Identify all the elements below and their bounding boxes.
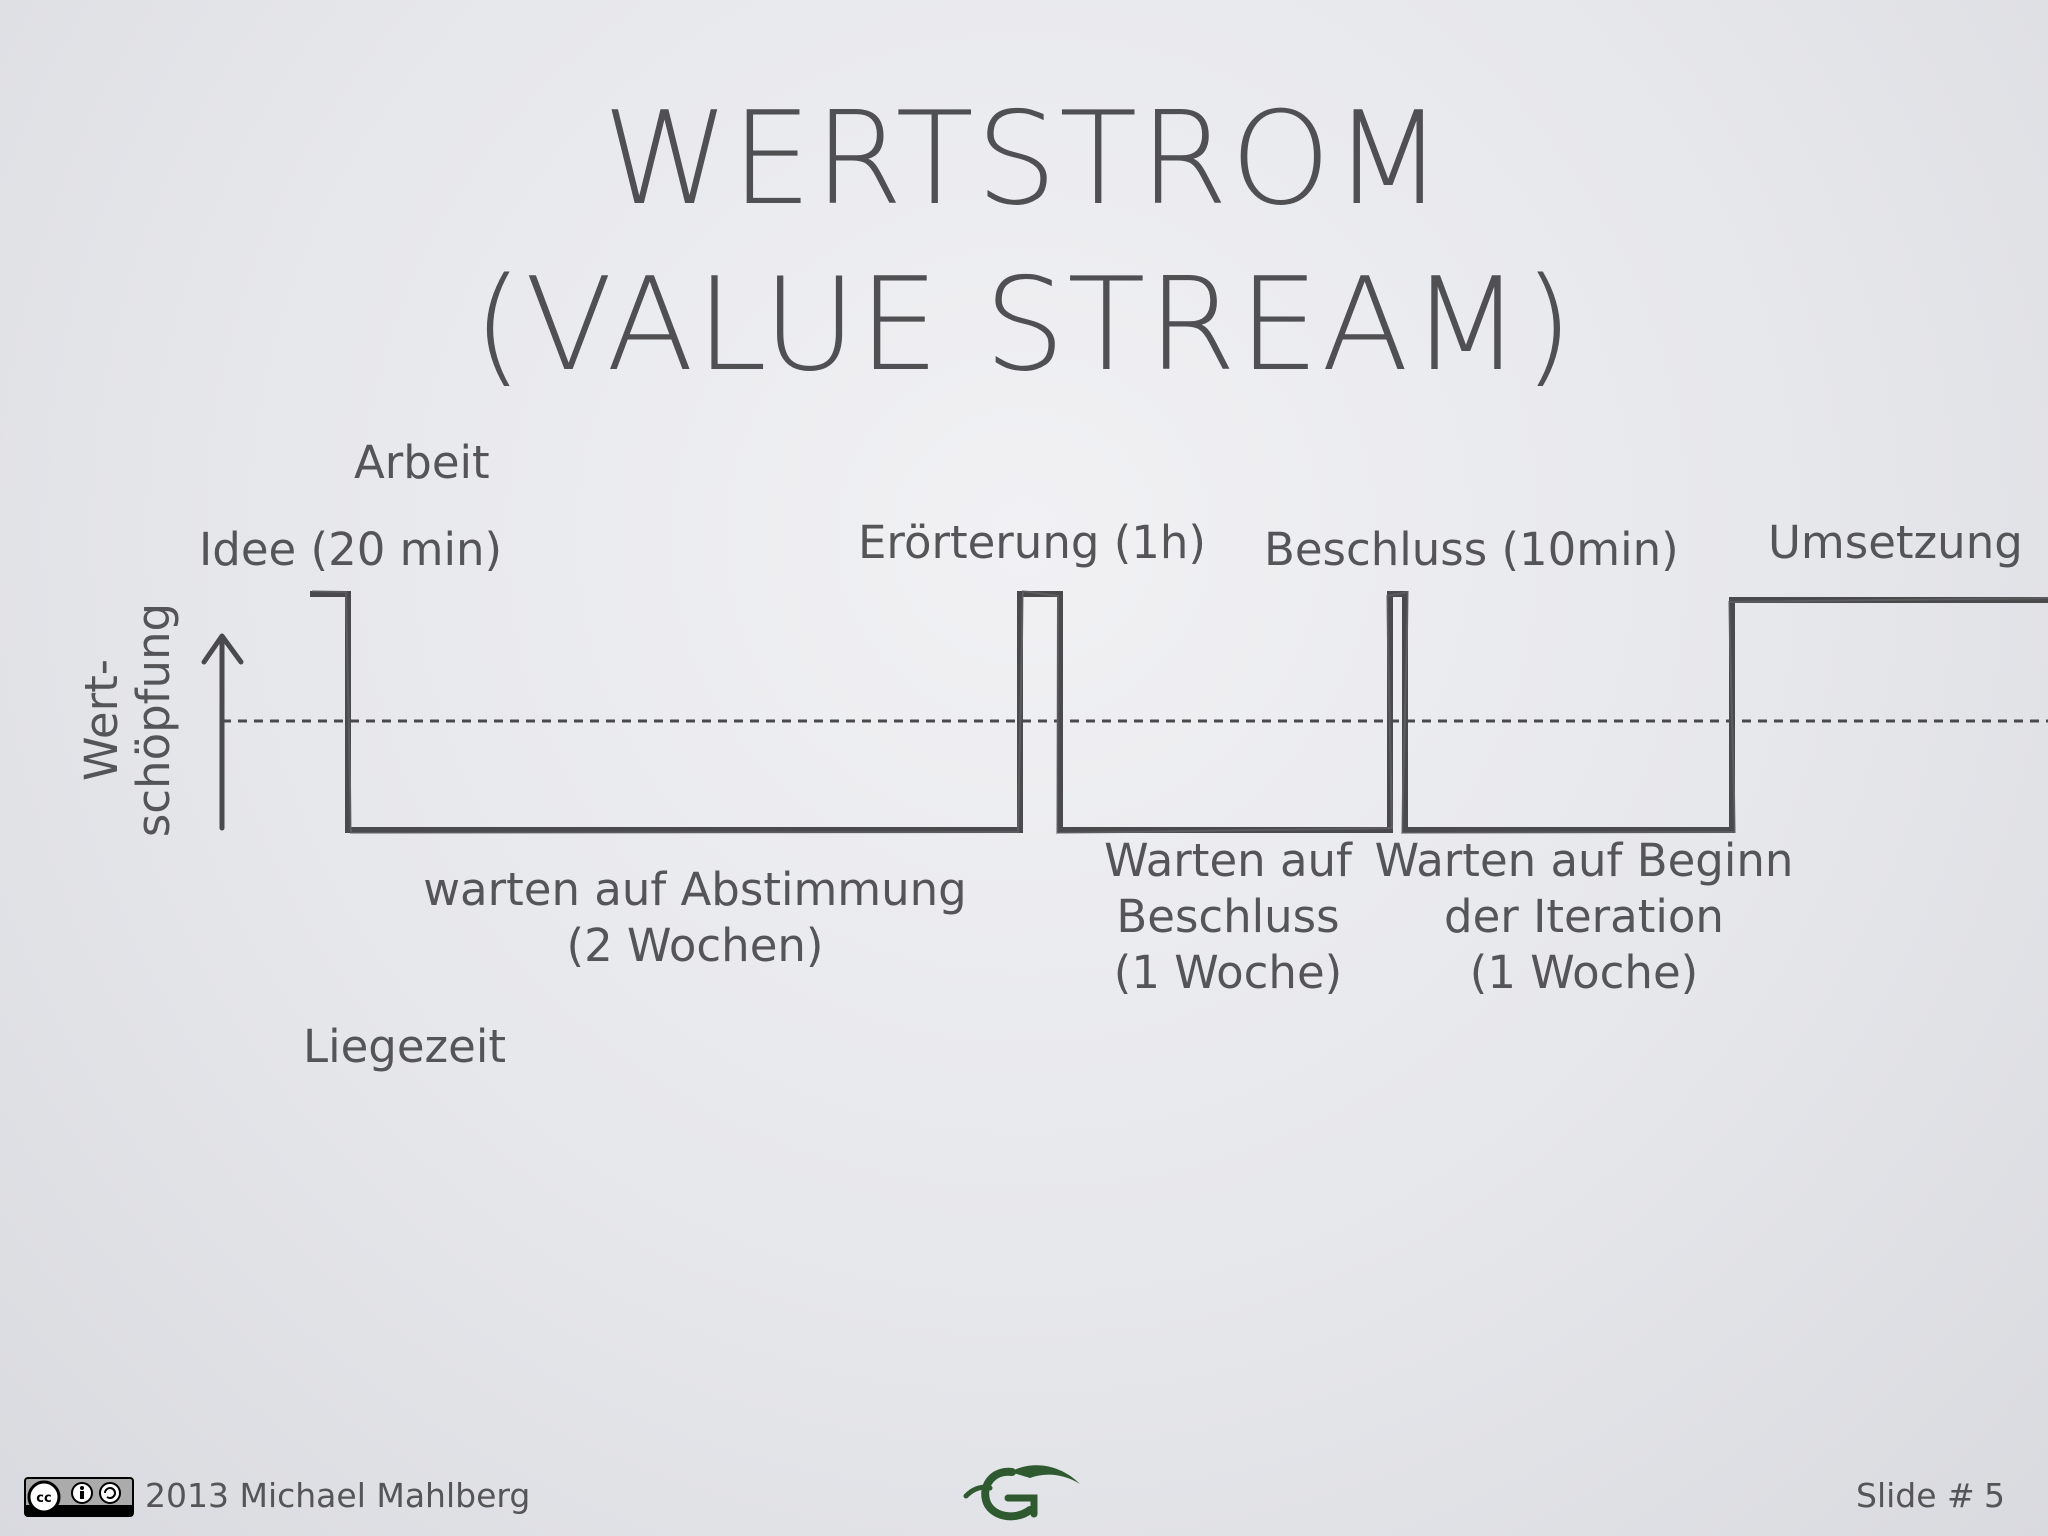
value-stream-line-sketch <box>311 589 2048 835</box>
slide-label: Slide # <box>1856 1476 1975 1515</box>
svg-text:cc: cc <box>36 1491 51 1506</box>
work-step-beschluss: Beschluss (10min) <box>1264 523 1679 576</box>
cc-by-sa-license-badge[interactable]: cc <box>24 1477 134 1517</box>
y-axis-label-line-2: schöpfung <box>127 602 180 838</box>
work-step-eroerterung: Erörterung (1h) <box>858 516 1206 569</box>
wait-step-iteration-line-1: Warten auf Beginn <box>1374 834 1794 887</box>
liegezeit-label: Liegezeit <box>303 1020 506 1073</box>
copyright-text: 2013 Michael Mahlberg <box>145 1476 531 1515</box>
author-logo <box>963 1465 1080 1521</box>
wait-step-iteration-line-2: der Iteration <box>1444 890 1724 943</box>
wait-step-abstimmung-line-1: warten auf Abstimmung <box>423 863 967 916</box>
cc-icon <box>27 1480 61 1514</box>
y-axis-label: Wert- schöpfung <box>75 602 180 838</box>
wait-step-beschluss-line-2: Beschluss <box>1116 890 1340 943</box>
wait-step-iteration: Warten auf Beginn der Iteration (1 Woche… <box>1375 833 1794 1001</box>
value-stream-line <box>310 591 2048 833</box>
wait-step-iteration-line-3: (1 Woche) <box>1469 946 1699 999</box>
wait-step-beschluss-line-3: (1 Woche) <box>1113 946 1343 999</box>
wait-step-beschluss: Warten auf Beschluss (1 Woche) <box>1104 833 1352 1001</box>
wait-step-abstimmung: warten auf Abstimmung (2 Wochen) <box>423 862 967 974</box>
arbeit-label: Arbeit <box>354 436 490 489</box>
slide-number: 5 <box>1984 1476 2005 1515</box>
slide-title-line-2: (VALUE STREAM) <box>472 251 1576 400</box>
y-axis-arrowhead <box>201 633 244 665</box>
wait-step-beschluss-line-1: Warten auf <box>1104 834 1352 887</box>
wait-step-abstimmung-line-2: (2 Wochen) <box>566 919 824 972</box>
y-axis-label-line-1: Wert- <box>75 659 128 781</box>
share-alike-icon <box>99 1482 121 1504</box>
work-step-idee: Idee (20 min) <box>199 523 503 576</box>
work-step-umsetzung: Umsetzung <box>1768 516 2023 569</box>
slide-title-line-1: WERTSTROM <box>602 85 1446 234</box>
